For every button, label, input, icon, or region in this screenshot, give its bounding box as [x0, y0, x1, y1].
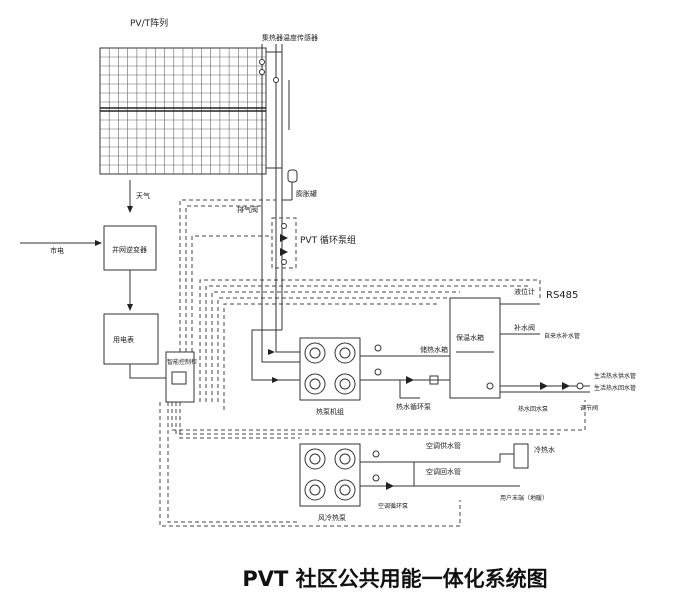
return-pump-label: 热水回水泵	[518, 405, 548, 413]
inverter-label: 并网逆变器	[112, 245, 147, 254]
signal-wiring	[159, 199, 586, 527]
meter-label: 用电表	[113, 335, 134, 344]
pvt-array: PV/T阵列	[99, 17, 267, 175]
expansion-label: 膨胀罐	[296, 189, 317, 198]
page-title: PVT 社区公共用能一体化系统图	[242, 567, 548, 591]
hot-return-label: 生活热水回水管	[594, 384, 636, 392]
grid-power-label: 市电	[50, 246, 64, 255]
heatpump-unit-label: 热泵机组	[316, 407, 344, 416]
heatpump-pump-label: 热水循环泵	[396, 402, 431, 411]
control-cabinet: 智能控制柜	[165, 351, 197, 403]
weather-label: 天气	[136, 191, 150, 200]
exhaust-label: 排气阀	[237, 205, 258, 214]
aircon-unit: 风冷热泵	[299, 443, 361, 522]
expansion-tank: 膨胀罐 排气阀	[237, 169, 317, 214]
pump-station-label: PVT 循环泵组	[300, 234, 356, 246]
hot-supply-label: 生活热水供水管	[594, 372, 636, 380]
heating-room-label: 冷热水	[534, 445, 555, 454]
cold-water-label: 自来水补水管	[544, 332, 580, 340]
aircon-unit-label: 风冷热泵	[318, 513, 346, 522]
ac-return-label: 空调回水管	[426, 467, 461, 476]
heating-end-label: 用户末端（地暖）	[500, 494, 548, 502]
top-sensor-label: 集热器温度传感器	[262, 33, 318, 42]
hot-supply: 生活热水供水管 生活热水回水管 热水回水泵 调节阀	[500, 372, 636, 413]
aircon-loop: 空调供水管 空调回水管 空调循环泵 冷热水 用户末端（地暖）	[360, 441, 555, 510]
control-cabinet-label: 智能控制柜	[167, 358, 197, 366]
hot-water-tank: 保温水箱 RS485 液位计 补水阀 自来水补水管	[449, 287, 580, 399]
pvt-array-label: PV/T阵列	[130, 17, 168, 29]
ac-pump-label: 空调循环泵	[378, 502, 408, 510]
heatpump-unit: 热泵机组	[299, 337, 361, 416]
power-equipment: 并网逆变器 用电表	[103, 225, 166, 379]
hot-tank-label: 保温水箱	[456, 333, 484, 342]
level-meter-label: 液位计	[514, 287, 535, 296]
pvt-pump-station: PVT 循环泵组	[271, 217, 356, 269]
collector-loop	[251, 329, 300, 383]
inputs: 天气 市电	[20, 180, 150, 255]
tank-outlet-label: 储热水箱	[420, 345, 448, 354]
water-replenish-label: 补水阀	[514, 323, 535, 332]
ac-supply-label: 空调供水管	[426, 441, 461, 450]
rs485-label: RS485	[546, 290, 578, 301]
valve-label: 调节阀	[580, 404, 598, 412]
tank-loop: 储热水箱 热水循环泵	[360, 344, 450, 411]
